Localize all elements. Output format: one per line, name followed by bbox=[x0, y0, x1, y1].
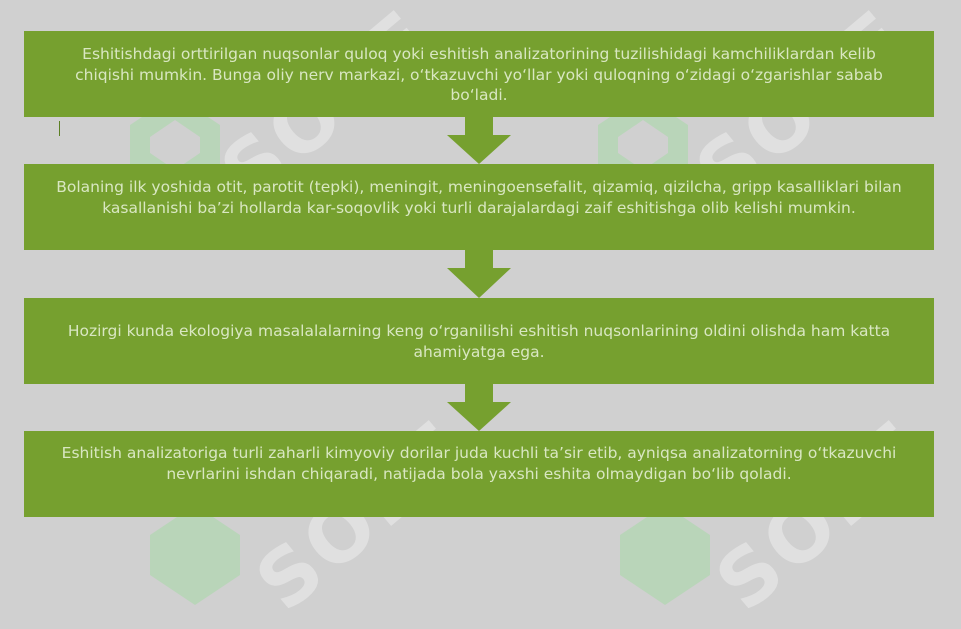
flow-step-3-text: Hozirgi kunda ekologiya masalalalarning … bbox=[67, 322, 891, 361]
down-arrow-icon bbox=[447, 384, 511, 431]
down-arrow-icon bbox=[447, 117, 511, 164]
flow-step-2: Bolaning ilk yoshida otit, parotit (tepk… bbox=[24, 164, 934, 250]
flow-step-4-text: Eshitish analizatoriga turli zaharli kim… bbox=[61, 444, 897, 483]
flow-step-1: Eshitishdagi orttirilgan nuqsonlar quloq… bbox=[24, 31, 934, 117]
flow-step-3: Hozirgi kunda ekologiya masalalalarning … bbox=[24, 298, 934, 384]
flow-step-4: Eshitish analizatoriga turli zaharli kim… bbox=[24, 431, 934, 517]
text-cursor bbox=[59, 121, 60, 136]
watermark-logo-icon bbox=[150, 505, 240, 605]
watermark-logo-icon bbox=[620, 505, 710, 605]
down-arrow-icon bbox=[447, 250, 511, 298]
flow-step-2-text: Bolaning ilk yoshida otit, parotit (tepk… bbox=[56, 178, 902, 217]
flow-step-1-text: Eshitishdagi orttirilgan nuqsonlar quloq… bbox=[75, 45, 883, 104]
